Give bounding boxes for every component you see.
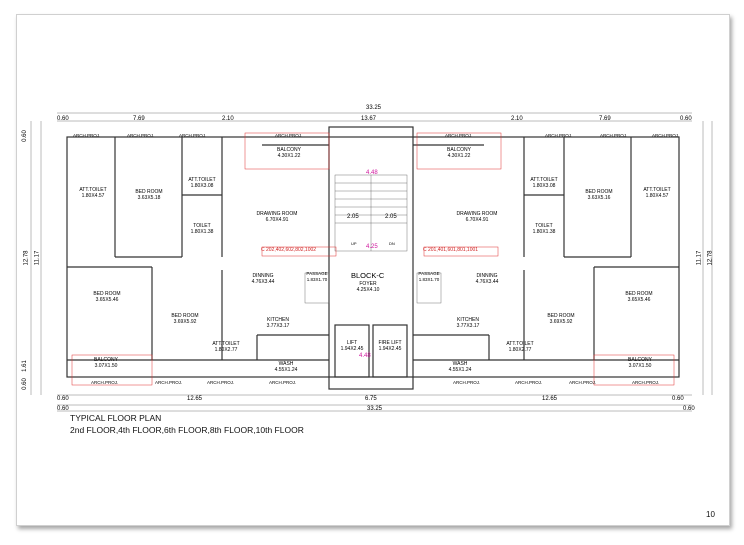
unit-ref-left: C 202,402,602,802,1002 [261, 247, 317, 253]
stair-dim-mid: 4.25 [366, 244, 378, 250]
arch-proj-label: ARCH.PROJ. [453, 380, 481, 385]
dim-bottom-total: 33.25 [367, 406, 383, 412]
dim-side-inner: 11.17 [34, 250, 41, 266]
plan-subtitle: 2nd FLOOR,4th FLOOR,6th FLOOR,8th FLOOR,… [70, 425, 304, 435]
arch-proj-label: ARCH.PROJ. [515, 380, 543, 385]
arch-proj-label: ARCH.PROJ. [127, 133, 155, 138]
arch-proj-label: ARCH.PROJ. [632, 380, 660, 385]
dim-top-total: 33.25 [366, 105, 382, 111]
dim-side-bottom1: 1.61 [21, 360, 28, 372]
arch-proj-label: ARCH.PROJ. [275, 133, 303, 138]
dim-bottom-left: 0.60 [57, 406, 69, 412]
arch-proj-label: ARCH.PROJ. [179, 133, 207, 138]
dim-side-top: 0.60 [21, 130, 28, 142]
stair-dim-left: 2.05 [347, 214, 359, 220]
dim-side-inner-r: 11.17 [696, 250, 703, 266]
dim-side-bottom2: 0.60 [21, 378, 28, 390]
stair-dim-bottom: 4.48 [359, 353, 371, 359]
dim-bottom-right: 0.60 [683, 406, 695, 412]
dim-top-seg: 13.67 [361, 116, 377, 122]
arch-proj-label: ARCH.PROJ. [445, 133, 473, 138]
dim-side-outer-r: 12.78 [707, 250, 714, 266]
drawing-sheet: 33.25 0.60 7.69 2.10 13.67 2.10 7.69 0.6… [16, 14, 730, 526]
arch-proj-label: ARCH.PROJ. [155, 380, 183, 385]
page-number: 10 [706, 510, 715, 519]
dim-top-seg: 2.10 [511, 116, 523, 122]
dim-side-outer: 12.78 [23, 250, 30, 266]
arch-proj-label: ARCH.PROJ. [269, 380, 297, 385]
labels-layer: 33.25 0.60 7.69 2.10 13.67 2.10 7.69 0.6… [17, 15, 729, 525]
stair-dn: DN [389, 241, 395, 246]
dim-bottom-seg: 0.60 [672, 396, 684, 402]
block-label: BLOCK-C [351, 271, 385, 280]
stair-up: UP [351, 241, 357, 246]
dim-top-seg: 7.69 [133, 116, 145, 122]
dim-top-seg: 0.60 [57, 116, 69, 122]
arch-proj-label: ARCH.PROJ. [569, 380, 597, 385]
floor-plan [30, 112, 713, 412]
dim-top-seg: 7.69 [599, 116, 611, 122]
dim-top-seg: 2.10 [222, 116, 234, 122]
arch-proj-label: ARCH.PROJ. [545, 133, 573, 138]
dim-top-seg: 0.60 [680, 116, 692, 122]
stair-dim-top: 4.48 [366, 170, 378, 176]
arch-proj-label: ARCH.PROJ. [73, 133, 101, 138]
dim-bottom-seg: 6.75 [365, 396, 377, 402]
arch-proj-label: ARCH.PROJ. [91, 380, 119, 385]
arch-proj-label: ARCH.PROJ. [652, 133, 680, 138]
arch-proj-label: ARCH.PROJ. [600, 133, 628, 138]
dim-bottom-seg: 12.65 [187, 396, 203, 402]
plan-title: TYPICAL FLOOR PLAN [70, 413, 162, 423]
dim-bottom-seg: 0.60 [57, 396, 69, 402]
arch-proj-label: ARCH.PROJ. [207, 380, 235, 385]
stair-dim-right: 2.05 [385, 214, 397, 220]
unit-ref-right: C 201,401,601,801,1001 [423, 247, 479, 253]
dim-bottom-seg: 12.65 [542, 396, 558, 402]
